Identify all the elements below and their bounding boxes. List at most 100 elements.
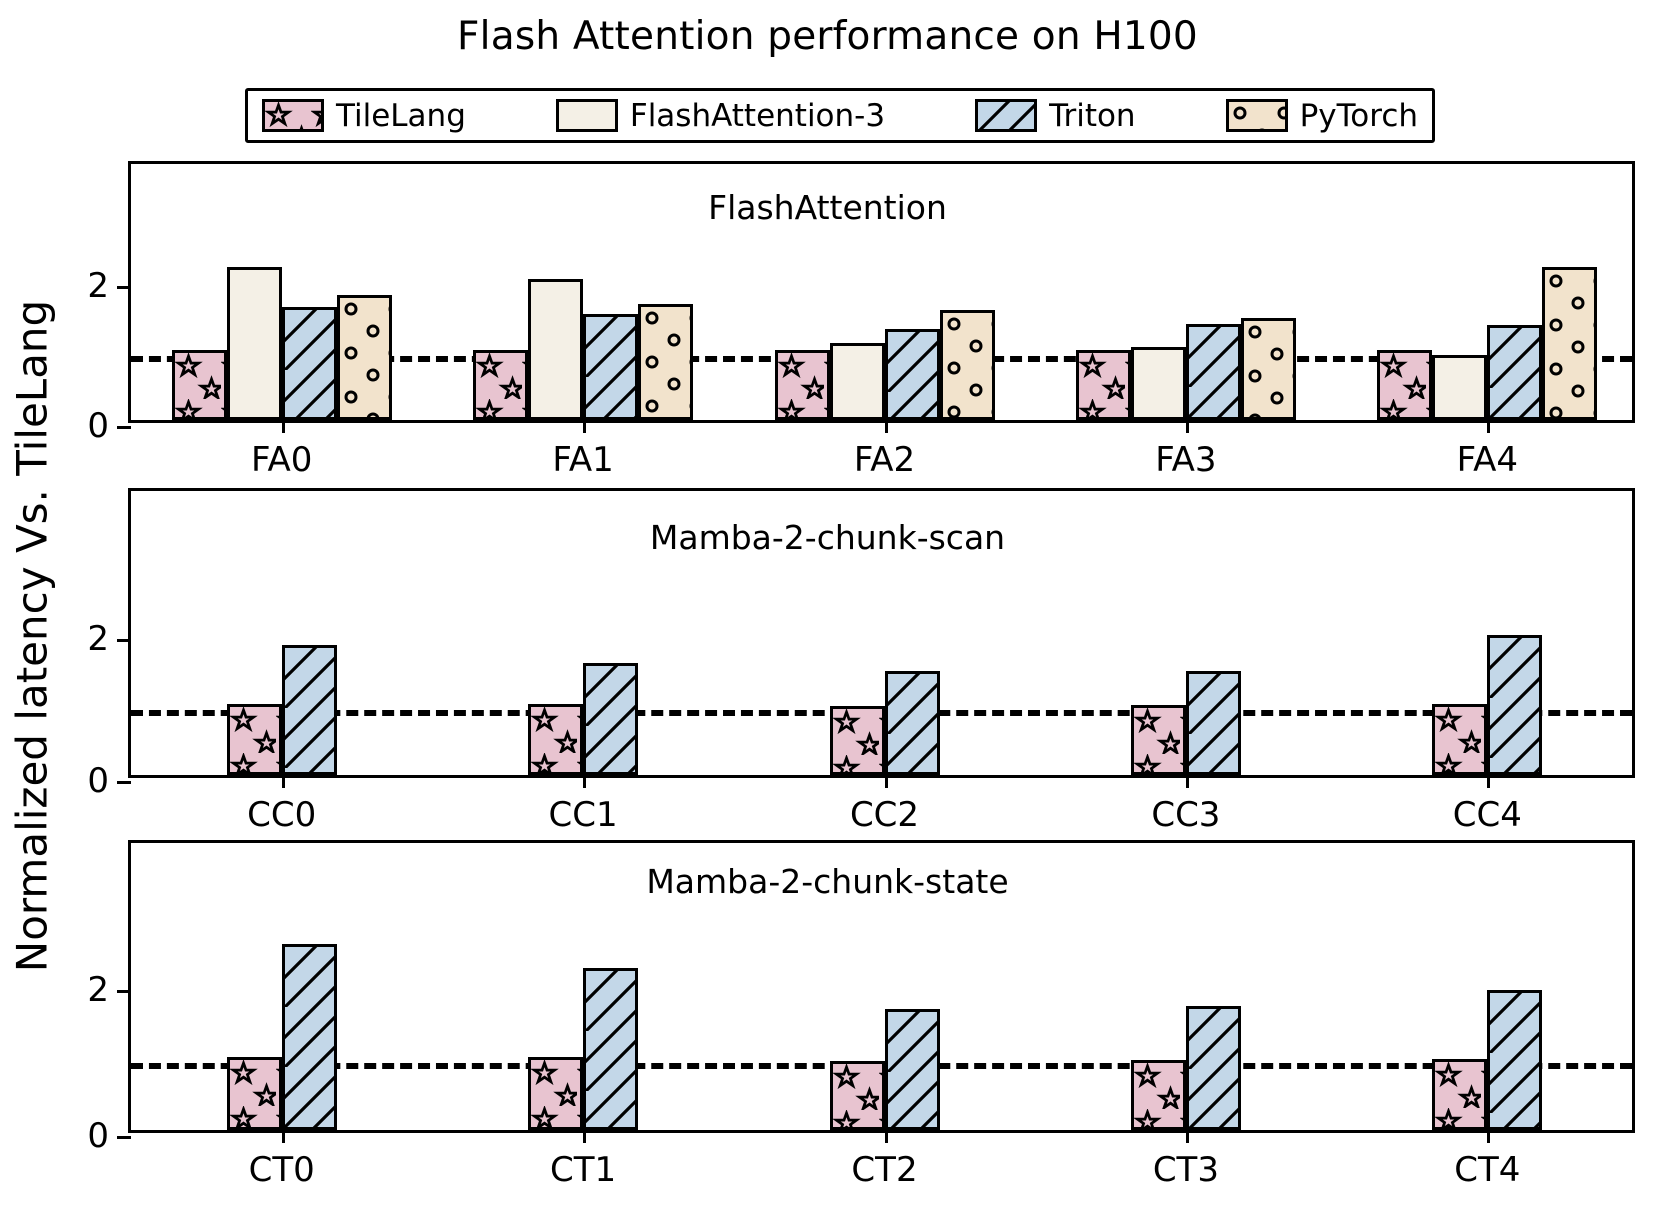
bar-fa2-triton [884,329,940,420]
x-tick-label-fa4: FA4 [1456,440,1518,480]
bar-fa1-tilelang [473,350,529,420]
x-tick-mark [583,420,587,433]
bar-fa0-triton [281,306,337,420]
x-tick-label-ct1: CT1 [550,1150,617,1190]
bar-fa2-flashattention-3 [829,343,885,420]
bar-ct2-tilelang [829,1060,885,1130]
bar-ct4-tilelang [1432,1059,1488,1130]
bar-fa0-pytorch [336,295,392,420]
bar-fa1-triton [583,314,639,420]
bar-ct1-triton [583,967,639,1130]
y-tick-mark [117,286,131,289]
figure-title: Flash Attention performance on H100 [457,14,1198,59]
bar-cc1-triton [583,662,639,775]
y-tick-label: 0 [87,406,109,446]
legend: TileLang FlashAttention-3 Triton PyTorch [245,88,1435,143]
x-tick-mark [884,1130,888,1143]
bar-cc0-tilelang [226,704,282,775]
bar-cc3-tilelang [1130,705,1186,775]
bar-fa4-tilelang [1377,350,1433,420]
bar-fa2-tilelang [774,350,830,420]
bar-ct1-tilelang [528,1057,584,1130]
bar-fa0-flashattention-3 [226,266,282,420]
bar-ct0-triton [281,943,337,1130]
y-tick-mark [117,639,131,642]
bar-fa0-tilelang [171,350,227,420]
x-tick-mark [1185,420,1189,433]
bar-cc2-triton [884,670,940,775]
x-tick-label-fa3: FA3 [1155,440,1217,480]
x-tick-label-cc4: CC4 [1452,795,1522,835]
x-tick-mark [1487,1130,1491,1143]
y-tick-mark [117,781,131,784]
x-tick-mark [1185,1130,1189,1143]
legend-label-tilelang: TileLang [336,97,466,134]
x-tick-label-fa2: FA2 [853,440,916,480]
subplot-title-mamba-2-chunk-state: Mamba-2-chunk-state [646,862,1009,901]
bar-ct2-triton [884,1008,940,1130]
legend-swatch-triton [975,99,1038,132]
bar-fa4-flashattention-3 [1432,354,1488,420]
y-tick-label: 0 [87,761,109,801]
x-tick-label-cc2: CC2 [849,795,920,835]
x-tick-label-ct3: CT3 [1152,1150,1219,1190]
bar-ct3-triton [1185,1005,1241,1130]
x-tick-mark [1487,420,1491,433]
bar-cc0-triton [281,645,337,775]
legend-item-tilelang: TileLang [262,98,466,134]
x-tick-label-cc3: CC3 [1151,795,1221,835]
x-tick-mark [583,775,587,788]
bar-fa3-tilelang [1075,350,1131,420]
x-tick-label-cc0: CC0 [247,795,317,835]
legend-label-flashattention-3: FlashAttention-3 [629,97,886,134]
bar-ct4-triton [1487,989,1543,1130]
y-tick-mark [117,1136,131,1139]
bar-fa4-triton [1487,324,1543,420]
x-tick-mark [1185,775,1189,788]
bar-ct0-tilelang [226,1057,282,1130]
bar-ct3-tilelang [1130,1059,1186,1130]
bar-fa3-flashattention-3 [1130,346,1186,420]
y-axis-caption: Normalized latency Vs. TileLang [7,299,57,973]
y-tick-label: 0 [87,1116,109,1156]
bar-fa3-pytorch [1240,317,1296,420]
legend-label-pytorch: PyTorch [1299,97,1419,134]
y-tick-mark [117,990,131,993]
x-tick-label-cc1: CC1 [548,795,618,835]
bar-cc4-tilelang [1432,704,1488,775]
legend-swatch-flashattention-3 [555,99,618,132]
y-tick-label: 2 [87,266,109,306]
legend-label-triton: Triton [1049,97,1136,134]
x-tick-label-ct0: CT0 [248,1150,315,1190]
bar-cc4-triton [1487,635,1543,775]
bar-fa1-flashattention-3 [528,278,584,420]
legend-item-pytorch: PyTorch [1225,97,1419,134]
legend-item-triton: Triton [975,98,1136,134]
bar-fa2-pytorch [939,310,995,420]
x-tick-mark [281,1130,285,1143]
legend-swatch-tilelang [262,99,324,132]
x-tick-mark [281,420,285,433]
y-tick-label: 2 [87,619,109,659]
legend-swatch-pytorch [1225,99,1288,132]
bar-cc3-triton [1185,671,1241,775]
bar-fa4-pytorch [1542,267,1598,420]
x-tick-mark [1487,775,1491,788]
x-tick-mark [583,1130,587,1143]
x-tick-label-fa1: FA1 [552,440,614,480]
bar-cc2-tilelang [829,706,885,775]
bar-fa1-pytorch [638,303,694,420]
bar-fa3-triton [1185,324,1241,420]
bar-cc1-tilelang [528,704,584,775]
subplot-title-mamba-2-chunk-scan: Mamba-2-chunk-scan [649,518,1006,557]
x-tick-label-fa0: FA0 [251,440,313,480]
y-tick-label: 2 [87,970,109,1010]
x-tick-mark [884,420,888,433]
